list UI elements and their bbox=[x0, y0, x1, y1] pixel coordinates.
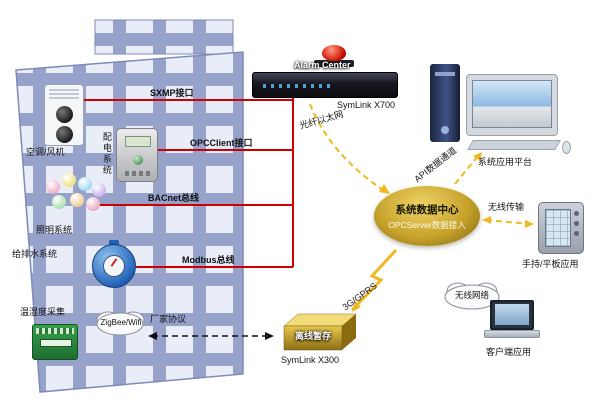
alarm-dome-icon bbox=[322, 45, 346, 61]
water-label: 给排水系统 bbox=[12, 249, 58, 259]
handheld-button bbox=[574, 221, 579, 226]
handheld-button bbox=[574, 231, 579, 236]
handheld-label: 手持/平板应用 bbox=[522, 259, 579, 269]
handheld-screen bbox=[545, 209, 571, 247]
hvac-label: 空调/风机 bbox=[26, 147, 65, 157]
temp-label: 温湿度采集 bbox=[20, 307, 66, 317]
client-app-label: 客户端应用 bbox=[486, 347, 532, 357]
bulb-icon bbox=[86, 197, 100, 211]
laptop-screen bbox=[495, 304, 529, 325]
water-meter-icon bbox=[92, 240, 136, 288]
x300-label: SymLink X300 bbox=[281, 355, 340, 365]
power-label: 配电系统 bbox=[101, 132, 112, 176]
laptop-icon bbox=[490, 300, 534, 330]
meter-logo bbox=[133, 155, 143, 165]
vendor-protocol-label: 厂家协议 bbox=[150, 314, 187, 324]
water-meter-cap bbox=[109, 240, 119, 247]
x700-device bbox=[252, 72, 398, 98]
bulb-icon bbox=[62, 173, 76, 187]
datacenter-subtitle: OPCServer数据接入 bbox=[388, 219, 466, 230]
bus-label-bacnet: BACnet总线 bbox=[148, 193, 199, 203]
lighting-label: 照明系统 bbox=[36, 225, 73, 235]
monitor-icon bbox=[466, 74, 558, 136]
fiber-arrow bbox=[309, 103, 390, 194]
meter-lcd bbox=[125, 136, 151, 147]
alarm-center-label: Alarm Center bbox=[294, 60, 351, 70]
alarm-base bbox=[314, 60, 354, 67]
vendor-arrow bbox=[148, 332, 274, 340]
bus-label-sxmp: SXMP接口 bbox=[150, 88, 194, 98]
datacenter-node: 系统数据中心 OPCServer数据接入 bbox=[374, 186, 480, 246]
bulb-icon bbox=[46, 180, 60, 194]
wifi-cloud-shape bbox=[444, 282, 500, 310]
handheld-button bbox=[574, 211, 579, 216]
water-meter-dial bbox=[103, 255, 125, 277]
zigbee-cloud-shape bbox=[96, 311, 145, 336]
bulb-icon bbox=[70, 193, 84, 207]
hvac-icon bbox=[44, 84, 84, 146]
module-terminals bbox=[36, 328, 74, 334]
tower-power-button bbox=[441, 126, 449, 134]
bus-lines bbox=[84, 98, 294, 268]
bus-label-modbus: Modbus总线 bbox=[182, 255, 235, 265]
fan-icon bbox=[56, 106, 73, 123]
ac-grill bbox=[49, 89, 79, 101]
temp-module-icon bbox=[32, 324, 78, 360]
bulb-icon bbox=[78, 177, 92, 191]
x300-tag: 离线暂存 bbox=[294, 331, 331, 341]
monitor-screen bbox=[472, 80, 552, 128]
pc-tower-icon bbox=[430, 64, 460, 142]
wifi-network-label: 无线网络 bbox=[454, 290, 489, 300]
wireless-label: 无线传输 bbox=[488, 202, 525, 212]
handheld-device-icon bbox=[538, 202, 584, 254]
tower-drive-slot bbox=[435, 72, 455, 76]
api-arrow bbox=[454, 152, 482, 185]
platform-label: 系统应用平台 bbox=[478, 157, 533, 167]
meter-terminals bbox=[125, 171, 151, 176]
keyboard-icon bbox=[467, 140, 561, 150]
x700-label: SymLink X700 bbox=[337, 100, 396, 110]
zigbee-cloud-label: ZigBee/Wifi bbox=[100, 318, 142, 327]
bus-label-opcclient: OPCClient接口 bbox=[190, 138, 253, 148]
x300-device-shape bbox=[283, 313, 357, 351]
module-faceplate bbox=[40, 339, 72, 347]
power-meter-icon bbox=[116, 128, 158, 182]
fan-icon bbox=[56, 126, 73, 143]
laptop-base bbox=[484, 330, 540, 338]
lightbulbs-icon bbox=[42, 170, 106, 212]
gprs-lightning bbox=[350, 248, 398, 312]
wireless-arrow bbox=[482, 216, 534, 228]
building-roof bbox=[94, 19, 234, 55]
bulb-icon bbox=[52, 195, 66, 209]
datacenter-title: 系统数据中心 bbox=[395, 203, 459, 216]
mouse-icon bbox=[562, 141, 571, 154]
device-leds bbox=[263, 84, 333, 88]
bulb-icon bbox=[92, 183, 106, 197]
